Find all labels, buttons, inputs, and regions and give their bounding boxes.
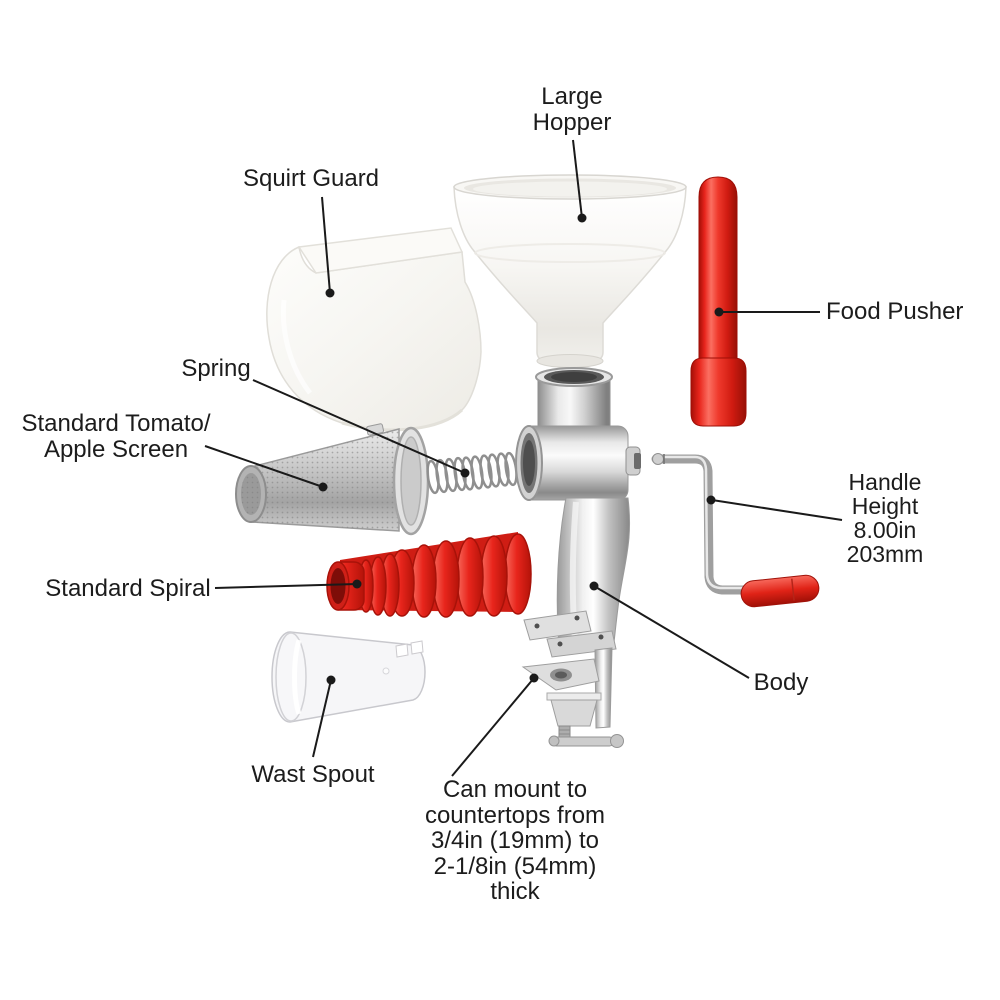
label-large-hopper: Large Hopper bbox=[532, 83, 612, 136]
clamp-part bbox=[521, 610, 624, 748]
label-squirt-guard: Squirt Guard bbox=[242, 165, 380, 192]
spring-part bbox=[426, 451, 518, 495]
squirt-guard-part bbox=[266, 227, 482, 432]
large-hopper-part bbox=[453, 174, 687, 368]
label-mount-note: Can mount to countertops from 3/4in (19m… bbox=[424, 776, 606, 905]
label-spring: Spring bbox=[181, 355, 251, 382]
crank-handle-part bbox=[651, 453, 820, 608]
label-body: Body bbox=[753, 669, 809, 696]
label-tomato-screen: Standard Tomato/ Apple Screen bbox=[21, 410, 211, 463]
standard-spiral-part bbox=[326, 532, 532, 618]
machine-body-part bbox=[515, 367, 641, 748]
label-wast-spout: Wast Spout bbox=[251, 761, 375, 788]
tomato-screen-part bbox=[235, 423, 430, 536]
label-handle-height: Handle Height 8.00in 203mm bbox=[846, 469, 924, 567]
waste-spout-part bbox=[271, 631, 426, 723]
label-food-pusher: Food Pusher bbox=[826, 298, 964, 325]
food-pusher-part bbox=[690, 176, 747, 427]
leader-lines bbox=[204, 139, 843, 777]
label-standard-spiral: Standard Spiral bbox=[45, 575, 211, 602]
